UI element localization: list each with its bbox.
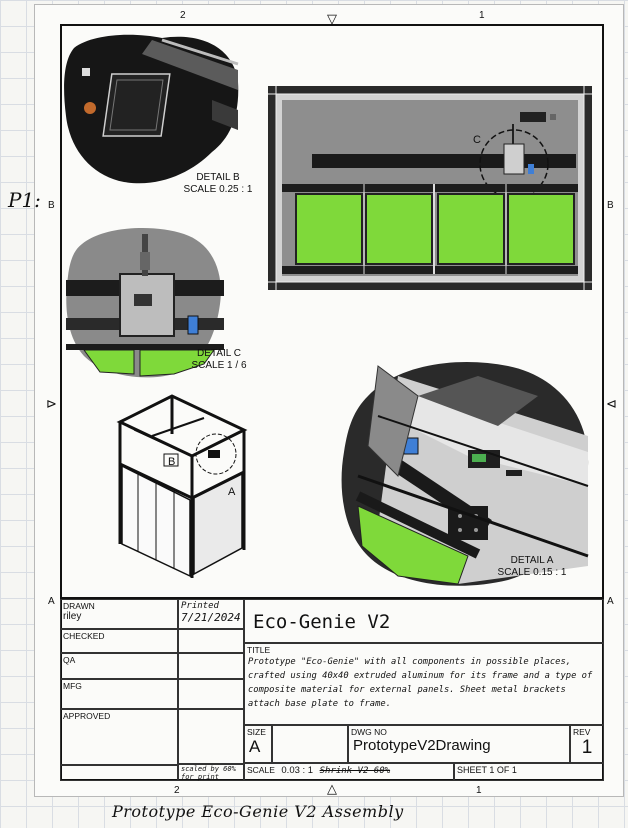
scale-note: scaled by 60% for print xyxy=(178,763,244,781)
dwg-label: DWG NO xyxy=(351,727,387,737)
title-text: Prototype "Eco-Genie" with all component… xyxy=(248,657,593,709)
detail-b-label: DETAIL B SCALE 0.25 : 1 xyxy=(182,172,254,196)
zone-top-2: 2 xyxy=(180,10,186,21)
size-value: A xyxy=(249,737,261,756)
callout-c: C xyxy=(473,134,481,146)
rev-cell: REV 1 xyxy=(570,725,604,763)
detail-c-label: DETAIL C SCALE 1 / 6 xyxy=(186,348,252,372)
zone-bottom-2: 2 xyxy=(174,785,180,796)
footer-note: Prototype Eco-Genie V2 Assembly xyxy=(112,802,404,821)
drawn-cell: DRAWN riley xyxy=(60,599,178,629)
rev-value: 1 xyxy=(581,737,593,758)
detail-b-name: DETAIL B xyxy=(196,172,240,183)
zone-left-a: A xyxy=(48,596,55,607)
checked-date-cell xyxy=(178,629,244,653)
zone-left-b: B xyxy=(48,200,55,211)
drawn-by: riley xyxy=(63,611,82,622)
project-name-cell: Eco-Genie V2 xyxy=(244,599,604,643)
detail-a-label: DETAIL A SCALE 0.15 : 1 xyxy=(488,555,576,579)
checked-cell: CHECKED xyxy=(60,629,178,653)
title-cell: TITLE Prototype "Eco-Genie" with all com… xyxy=(244,643,604,725)
dwg-value: PrototypeV2Drawing xyxy=(353,737,491,754)
top-view xyxy=(268,86,592,290)
zone-bottom-1: 1 xyxy=(476,785,482,796)
title-block: DRAWN riley Printed 7/21/2024 CHECKED QA… xyxy=(60,597,604,781)
scale-cell: SCALE 0.03 : 1 Shrink V2 60% xyxy=(244,763,454,781)
detail-c-name: DETAIL C xyxy=(197,348,241,359)
callout-b: B xyxy=(168,456,176,468)
margin-note: P1: xyxy=(8,188,41,212)
project-name: Eco-Genie V2 xyxy=(253,611,391,633)
qa-cell: QA xyxy=(60,653,178,679)
scale-value: 0.03 : 1 xyxy=(281,765,314,776)
center-arrow-bottom-icon: △ xyxy=(327,781,337,796)
size-label: SIZE xyxy=(247,727,266,737)
dwg-no-cell: DWG NO PrototypeV2Drawing xyxy=(348,725,570,763)
scale-struck: Shrink V2 60% xyxy=(319,766,391,776)
mfg-label: MFG xyxy=(63,681,82,691)
qa-date-cell xyxy=(178,653,244,679)
scale-label: SCALE xyxy=(247,765,275,775)
approved-date-cell xyxy=(178,709,244,765)
zone-right-a: A xyxy=(607,596,614,607)
center-arrow-right-icon: ⊲ xyxy=(606,396,617,411)
detail-a-view xyxy=(341,361,589,586)
detail-c-view xyxy=(66,228,224,378)
sheet-cell: SHEET 1 OF 1 xyxy=(454,763,604,781)
title-label: TITLE xyxy=(247,645,271,655)
isometric-view xyxy=(116,394,248,578)
detail-b-scale: SCALE 0.25 : 1 xyxy=(183,184,253,195)
zone-right-b: B xyxy=(607,200,614,211)
drawn-label: DRAWN xyxy=(63,601,95,611)
printed-date: 7/21/2024 xyxy=(181,611,241,624)
detail-a-scale: SCALE 0.15 : 1 xyxy=(497,567,567,578)
detail-b-view xyxy=(64,34,239,184)
mfg-cell: MFG xyxy=(60,679,178,709)
center-arrow-top-icon: ▽ xyxy=(327,11,337,26)
mfg-date-cell xyxy=(178,679,244,709)
sheet-text: SHEET 1 OF 1 xyxy=(457,765,517,775)
rev-label: REV xyxy=(573,727,591,737)
printed-label: Printed xyxy=(181,601,219,611)
center-arrow-left-icon: ⊳ xyxy=(46,396,57,411)
qa-label: QA xyxy=(63,655,76,665)
blank-bottom-cell xyxy=(60,765,178,781)
blank-cell xyxy=(272,725,348,763)
detail-c-scale: SCALE 1 / 6 xyxy=(191,360,247,371)
approved-cell: APPROVED xyxy=(60,709,178,765)
detail-a-name: DETAIL A xyxy=(510,555,554,566)
approved-label: APPROVED xyxy=(63,711,111,721)
callout-a: A xyxy=(228,486,236,498)
zone-top-1: 1 xyxy=(479,10,485,21)
printed-cell: Printed 7/21/2024 xyxy=(178,599,244,629)
checked-label: CHECKED xyxy=(63,631,105,641)
size-cell: SIZE A xyxy=(244,725,272,763)
